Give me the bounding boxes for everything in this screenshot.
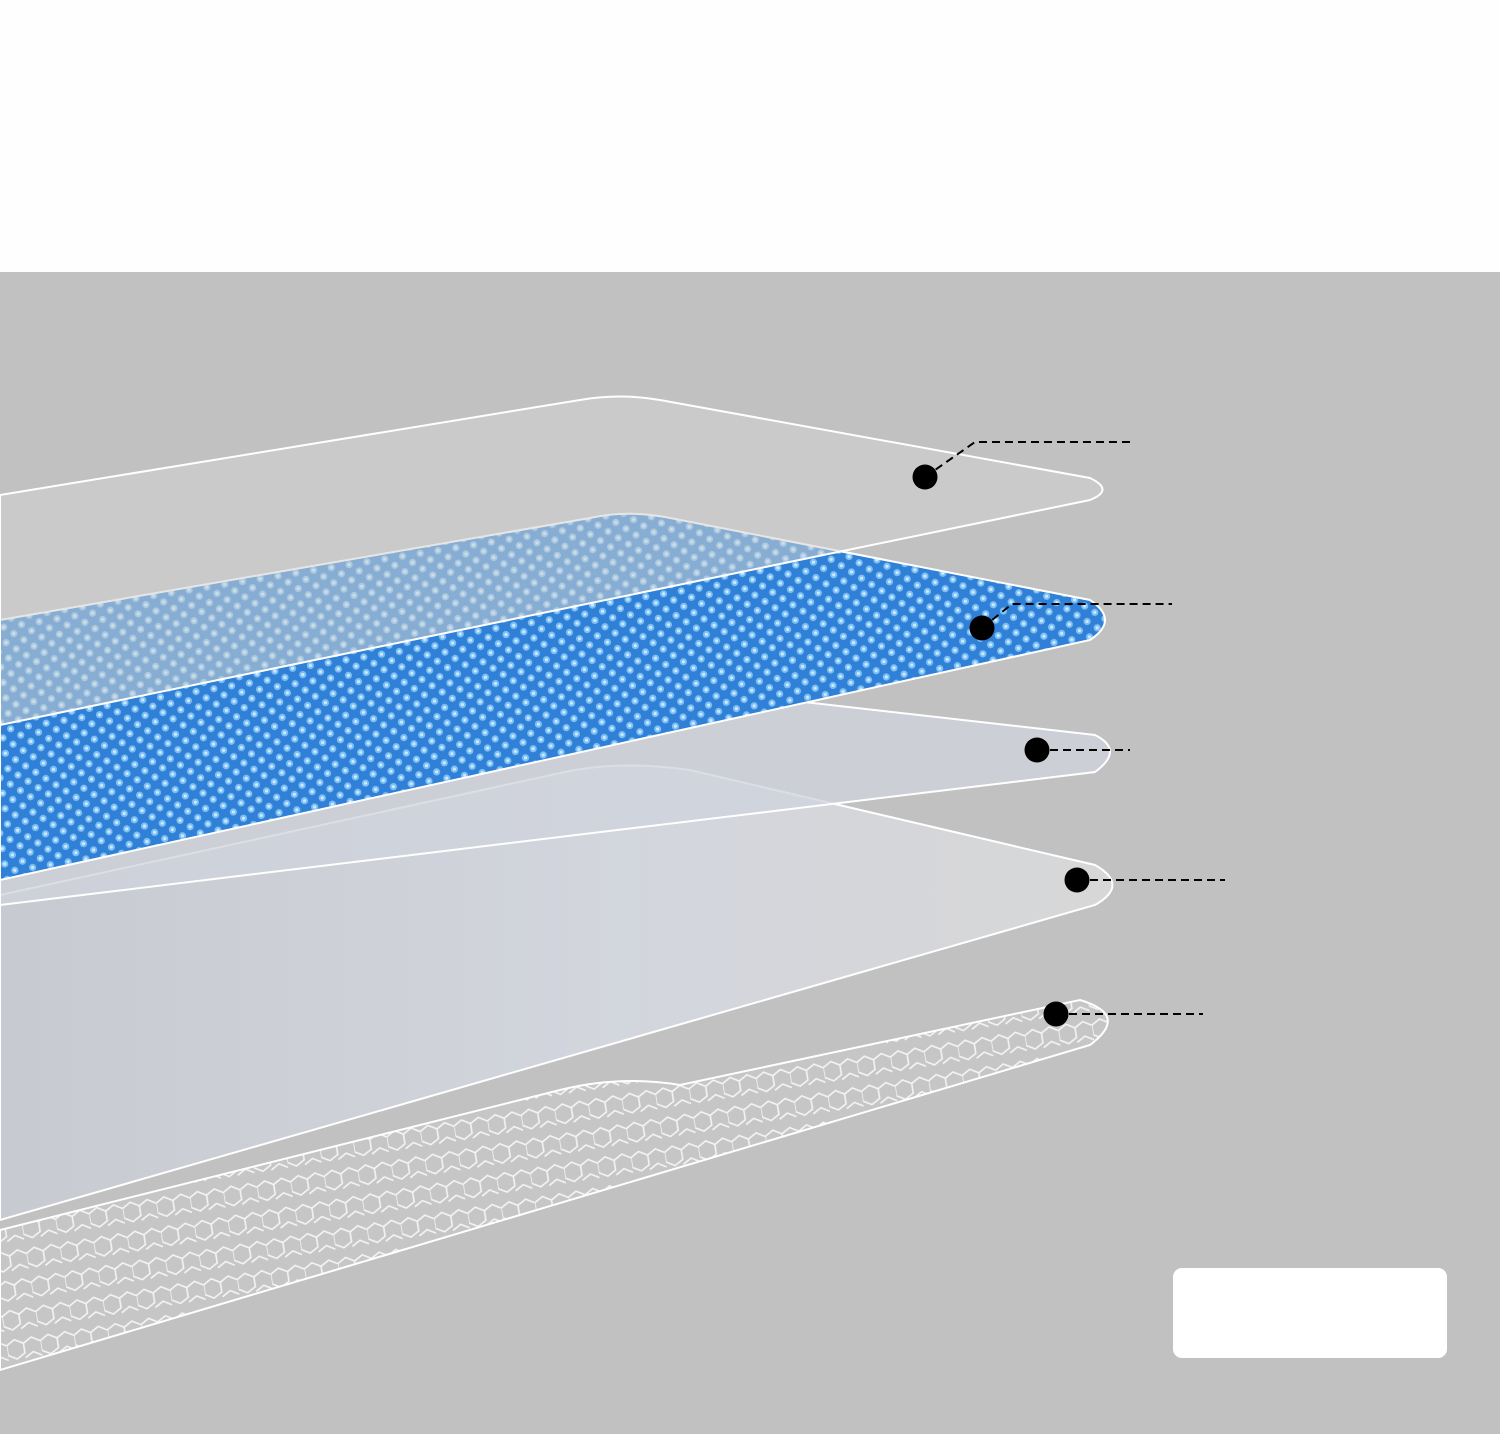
callout-marker-icon-2 bbox=[969, 615, 995, 641]
callout-marker-icon-3 bbox=[1024, 737, 1050, 763]
callout-marker-icon-5 bbox=[1043, 1001, 1069, 1027]
callout-leader-1 bbox=[924, 441, 1130, 478]
layer-stack bbox=[0, 395, 1114, 1372]
badge-box bbox=[1173, 1268, 1447, 1358]
layer-1 bbox=[0, 395, 1104, 727]
callout-group bbox=[912, 441, 1225, 1027]
diagram-area bbox=[0, 272, 1500, 1434]
callout-leader-2 bbox=[981, 603, 1172, 629]
layer-5 bbox=[0, 998, 1109, 1372]
callout-marker-icon-4 bbox=[1064, 867, 1090, 893]
callout-marker-icon-1 bbox=[912, 464, 938, 490]
top-blank-area bbox=[0, 0, 1500, 272]
diagram-svg bbox=[0, 272, 1500, 1434]
